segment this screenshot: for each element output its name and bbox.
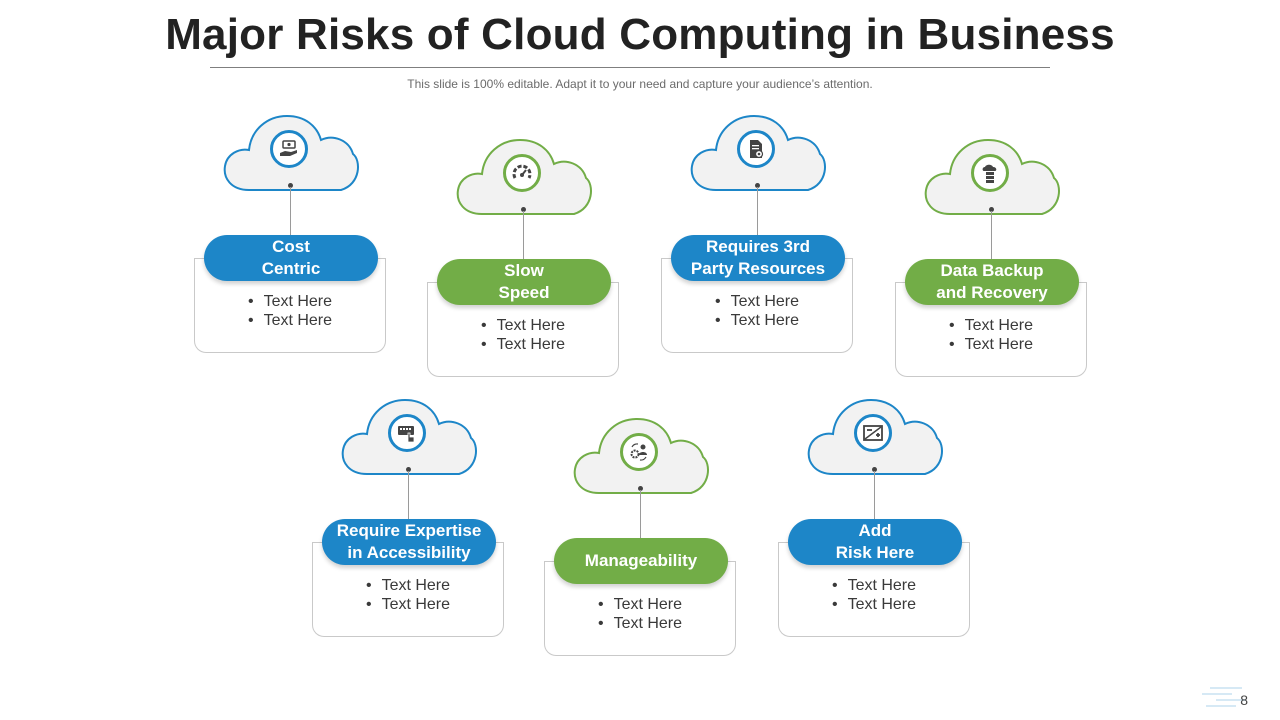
bullet-item: Text Here bbox=[312, 595, 504, 614]
connector-line bbox=[757, 187, 758, 235]
risk-label-pill: Manageability bbox=[554, 538, 728, 584]
cloud-server-icon bbox=[971, 154, 1009, 192]
bullet-item: Text Here bbox=[544, 595, 736, 614]
risk-bullets: Text Here Text Here bbox=[544, 595, 736, 633]
bullet-item: Text Here bbox=[895, 335, 1087, 354]
bullet-item: Text Here bbox=[661, 292, 853, 311]
connector-dot bbox=[288, 183, 293, 188]
risk-bullets: Text Here Text Here bbox=[312, 576, 504, 614]
bullet-item: Text Here bbox=[778, 576, 970, 595]
bullet-item: Text Here bbox=[661, 311, 853, 330]
add-risk-icon bbox=[854, 414, 892, 452]
gear-person-icon bbox=[620, 433, 658, 471]
connector-dot bbox=[406, 467, 411, 472]
connector-line bbox=[290, 187, 291, 235]
bullet-item: Text Here bbox=[778, 595, 970, 614]
bullet-item: Text Here bbox=[194, 292, 386, 311]
risk-bullets: Text Here Text Here bbox=[427, 316, 619, 354]
bullet-item: Text Here bbox=[312, 576, 504, 595]
risk-bullets: Text Here Text Here bbox=[194, 292, 386, 330]
page-number: 8 bbox=[1240, 692, 1248, 708]
risk-bullets: Text Here Text Here bbox=[895, 316, 1087, 354]
connector-line bbox=[874, 471, 875, 519]
risk-card-manageability: Manageability Text Here Text Here bbox=[544, 415, 744, 715]
connector-dot bbox=[521, 207, 526, 212]
bullet-item: Text Here bbox=[895, 316, 1087, 335]
connector-dot bbox=[872, 467, 877, 472]
connector-line bbox=[991, 211, 992, 259]
document-gear-icon bbox=[737, 130, 775, 168]
bullet-item: Text Here bbox=[427, 335, 619, 354]
connector-line bbox=[640, 490, 641, 538]
decorative-lines bbox=[1202, 687, 1246, 707]
bullet-item: Text Here bbox=[544, 614, 736, 633]
risk-bullets: Text Here Text Here bbox=[778, 576, 970, 614]
connector-dot bbox=[638, 486, 643, 491]
slide-subtitle: This slide is 100% editable. Adapt it to… bbox=[407, 77, 873, 91]
speedometer-icon bbox=[503, 154, 541, 192]
keyboard-hand-icon bbox=[388, 414, 426, 452]
bullet-item: Text Here bbox=[194, 311, 386, 330]
risk-bullets: Text Here Text Here bbox=[661, 292, 853, 330]
connector-dot bbox=[755, 183, 760, 188]
connector-dot bbox=[989, 207, 994, 212]
bullet-item: Text Here bbox=[427, 316, 619, 335]
connector-line bbox=[523, 211, 524, 259]
slide-title: Major Risks of Cloud Computing in Busine… bbox=[165, 10, 1115, 59]
title-divider bbox=[210, 67, 1050, 68]
money-hand-icon bbox=[270, 130, 308, 168]
connector-line bbox=[408, 471, 409, 519]
